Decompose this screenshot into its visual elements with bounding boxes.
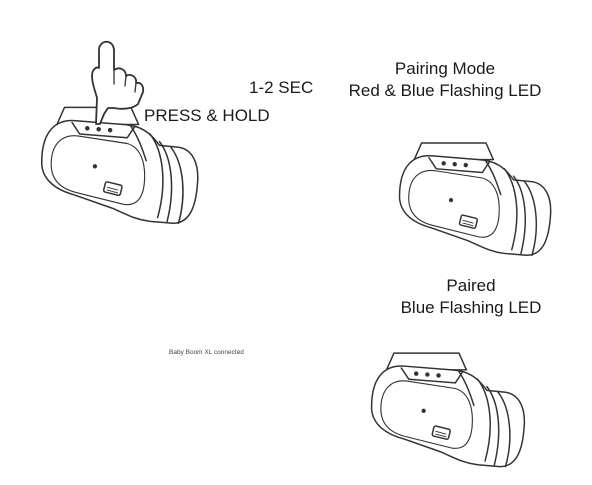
press-hold-label: PRESS & HOLD — [144, 106, 270, 125]
pairing-mode-title: Pairing Mode — [394, 59, 496, 78]
pairing-mode-desc: Red & Blue Flashing LED — [348, 81, 542, 100]
hand-pointer-icon — [91, 40, 145, 125]
paired-desc: Blue Flashing LED — [400, 298, 542, 317]
speaker-device-icon — [370, 352, 526, 468]
speaker-device-icon — [398, 142, 552, 257]
duration-label: 1-2 SEC — [249, 78, 314, 97]
paired-title: Paired — [446, 276, 496, 295]
device-status-text: Baby Boom XL connected — [169, 349, 244, 356]
